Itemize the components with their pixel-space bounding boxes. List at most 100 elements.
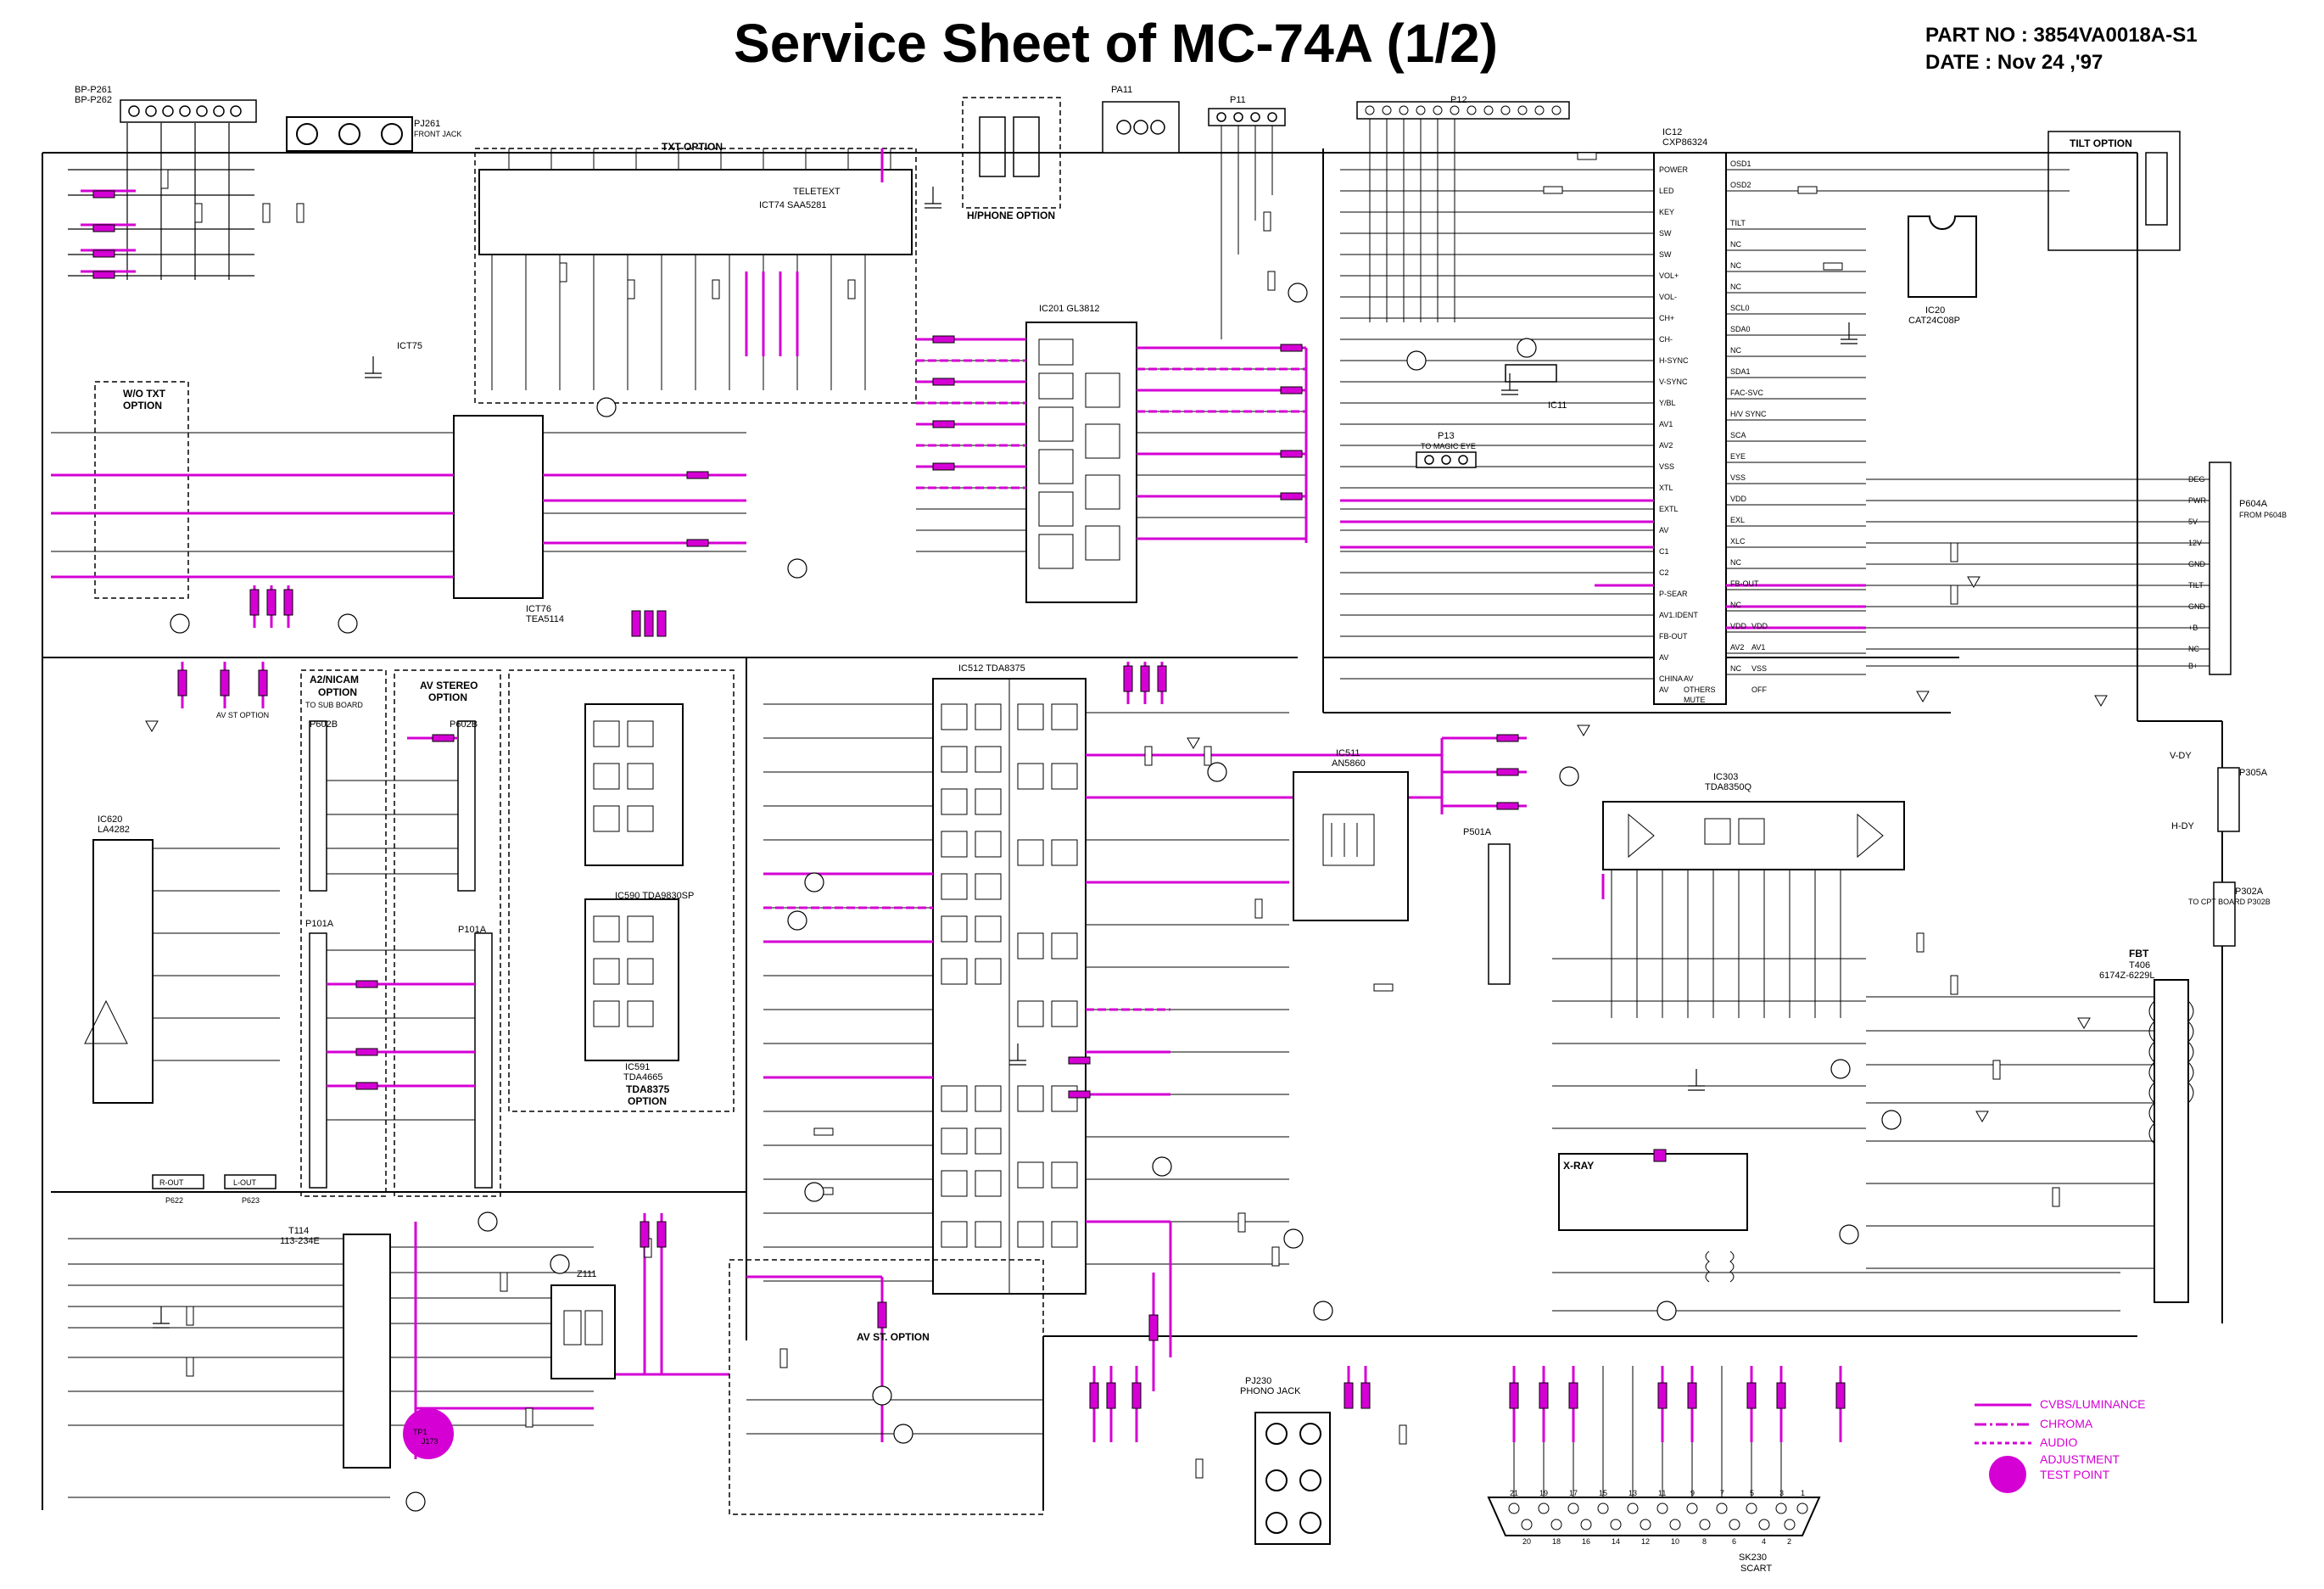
part-number: PART NO : 3854VA0018A-S1: [1925, 24, 2198, 47]
p13-sub-label: TO MAGIC EYE: [1421, 442, 1476, 450]
wo-txt-label: W/O TXT: [123, 388, 165, 400]
ic201-label: IC201 GL3812: [1039, 304, 1100, 314]
p101a-right-label: P101A: [458, 925, 487, 935]
p13-label: P13: [1438, 431, 1455, 441]
ic303-label: IC303: [1713, 772, 1739, 782]
pj261-label: PJ261: [414, 119, 441, 129]
pj261-front-jack: [286, 116, 413, 152]
teletext-label: TELETEXT: [793, 187, 841, 197]
txt-option-label: TXT OPTION: [662, 141, 723, 153]
av-st-option-bottom-label: AV ST. OPTION: [857, 1331, 930, 1343]
x-ray-box: [1558, 1153, 1748, 1231]
p602b-right-label: P602B: [450, 719, 478, 730]
p604a-sub-label: FROM P604B: [2239, 511, 2288, 519]
ict76-label: ICT76: [526, 604, 551, 614]
p11-label: P11: [1230, 95, 1246, 105]
tda-option-box: [508, 669, 735, 1112]
ic511-part-label: AN5860: [1332, 758, 1366, 769]
p604a-connector: [2209, 462, 2232, 675]
part-info: PART NO : 3854VA0018A-S1 DATE : Nov 24 ,…: [1925, 22, 2198, 76]
ic511-body: [1293, 771, 1409, 921]
ic303-body: [1602, 801, 1905, 870]
a2-nicam-label: A2/NICAM: [310, 674, 360, 685]
ic303-part-label: TDA8350Q: [1705, 782, 1752, 792]
bp-p261-label: BP-P261: [75, 85, 113, 95]
sheet-date: DATE : Nov 24 ,'97: [1925, 51, 2103, 74]
sk230-scart: [1487, 1497, 1821, 1536]
j173-label: J173: [422, 1437, 439, 1446]
to-subboard-label: TO SUB BOARD: [305, 701, 363, 709]
ic12-pin-leads: [1340, 169, 2070, 680]
a2-nicam-option-box: [300, 669, 501, 1197]
ic620-label: IC620: [98, 814, 123, 825]
ict75-label: ICT75: [397, 341, 422, 351]
sk230-label: SK230: [1739, 1553, 1768, 1563]
ic511-label: IC511: [1336, 748, 1360, 758]
pa11-connector: [1102, 101, 1180, 154]
p501a-connector: [1488, 843, 1511, 985]
sk230-sub-label: SCART: [1740, 1564, 1773, 1574]
ic20-body: [1908, 215, 1977, 298]
ic20-part-label: CAT24C08P: [1908, 316, 1960, 326]
ict74-label: ICT74 SAA5281: [759, 200, 827, 210]
a2-option-label: OPTION: [318, 686, 358, 698]
pj261-sub-label: FRONT JACK: [414, 130, 462, 138]
legend-test-point-dot: [1989, 1456, 2026, 1493]
p501a-label: P501A: [1463, 827, 1492, 837]
h-phone-option-label: H/PHONE OPTION: [967, 210, 1056, 221]
legend-adjustment-label: ADJUSTMENT: [2040, 1452, 2120, 1466]
output-jacks: [152, 1174, 277, 1189]
av-st-option-label: AV ST OPTION: [216, 711, 270, 719]
ict76-part-label: TEA5114: [526, 614, 565, 624]
tda-option-label: TDA8375: [626, 1083, 670, 1095]
fbt-t406: [2154, 979, 2189, 1303]
wo-txt-option-label: OPTION: [123, 400, 163, 411]
pa11-label: PA11: [1111, 85, 1133, 95]
ic11-label: IC11: [1548, 400, 1567, 411]
p302a-connector: [2213, 881, 2236, 947]
sheet-title: Service Sheet of MC-74A (1/2): [734, 13, 1499, 74]
ic201-body: [1025, 322, 1137, 603]
ic12-part-label: CXP86324: [1662, 137, 1708, 148]
legend-cvbs-label: CVBS/LUMINANCE: [2040, 1397, 2146, 1411]
l-out-label: L-OUT: [233, 1178, 256, 1187]
test-point-tp1: [403, 1408, 454, 1459]
ict76-body: [453, 415, 544, 599]
ic12-label: IC12: [1662, 127, 1683, 137]
t406-part-label: 6174Z-6229L: [2099, 971, 2155, 981]
p305a-label: P305A: [2239, 768, 2268, 778]
ic512-label: IC512 TDA8375: [958, 663, 1025, 674]
p11-connector: [1208, 108, 1286, 126]
ic620-body: [84, 839, 154, 1104]
ic11-body: [1505, 364, 1557, 383]
t406-label: T406: [2129, 960, 2151, 971]
h-phone-option-box: [962, 97, 1061, 209]
pj230-sub-label: PHONO JACK: [1240, 1386, 1301, 1396]
p101a-left-label: P101A: [305, 919, 334, 929]
bp-p261-connector: [120, 99, 257, 123]
wo-txt-option-box: [94, 381, 189, 599]
p622-label: P622: [165, 1196, 184, 1205]
legend-swatches: [1975, 1403, 2031, 1445]
tilt-option-label: TILT OPTION: [2070, 137, 2132, 149]
p12-connector: [1356, 101, 1570, 120]
ic590-label: IC590 TDA9830SP: [615, 891, 695, 901]
tp1-label: TP1: [413, 1428, 427, 1436]
legend-chroma-label: CHROMA: [2040, 1417, 2093, 1430]
ic591-part-label: TDA4665: [623, 1072, 663, 1083]
legend-audio-label: AUDIO: [2040, 1435, 2078, 1449]
v-dy-label: V-DY: [2170, 751, 2192, 761]
ic20-label: IC20: [1925, 305, 1946, 316]
r-out-label: R-OUT: [159, 1178, 184, 1187]
p623-label: P623: [242, 1196, 260, 1205]
h-dy-label: H-DY: [2171, 821, 2194, 831]
t114-part-label: 113-234E: [280, 1236, 320, 1246]
av-stereo-option-label: OPTION: [428, 691, 468, 703]
legend-test-point-label: TEST POINT: [2040, 1468, 2110, 1481]
t114-label: T114: [288, 1226, 310, 1236]
z111-label: Z111: [577, 1269, 597, 1279]
av-st-option-box: [729, 1259, 1044, 1515]
p302a-label: P302A: [2235, 887, 2264, 897]
t114-module: [343, 1234, 391, 1469]
